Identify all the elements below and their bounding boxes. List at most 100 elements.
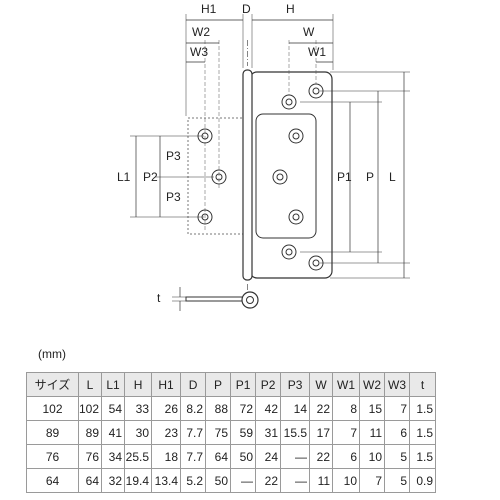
table-cell: 89 <box>26 420 79 445</box>
table-cell: 1.5 <box>409 420 437 445</box>
table-cell: 89 <box>77 420 103 445</box>
column-header: P2 <box>255 372 282 397</box>
table-cell: 34 <box>101 444 126 469</box>
table-cell: 10 <box>332 468 361 493</box>
table-cell: 76 <box>77 444 103 469</box>
table-cell: 1.5 <box>409 444 437 469</box>
table-cell: 59 <box>230 420 257 445</box>
label-h1: H1 <box>201 2 217 16</box>
column-header: H <box>124 372 153 397</box>
table-cell: 102 <box>26 396 79 421</box>
table-cell: 10 <box>359 444 386 469</box>
table-cell: — <box>280 468 311 493</box>
table-cell: 25.5 <box>124 444 153 469</box>
table-cell: 76 <box>26 444 79 469</box>
table-cell: 26 <box>151 396 182 421</box>
label-p3-top: P3 <box>166 149 181 163</box>
table-cell: 15.5 <box>280 420 311 445</box>
label-l1: L1 <box>117 170 131 184</box>
label-p2: P2 <box>143 170 158 184</box>
table-cell: 24 <box>255 444 282 469</box>
label-d: D <box>242 2 251 16</box>
label-w1: W1 <box>308 45 326 59</box>
column-header: L <box>77 372 103 397</box>
table-cell: 6 <box>384 420 411 445</box>
column-header: L1 <box>101 372 126 397</box>
table-cell: 88 <box>205 396 232 421</box>
table-cell: 11 <box>309 468 334 493</box>
table-cell: 0.9 <box>409 468 437 493</box>
vertical-dimensions <box>130 71 410 279</box>
label-w: W <box>303 25 315 39</box>
column-header: t <box>409 372 437 397</box>
unit-note: (mm) <box>38 347 66 361</box>
table-cell: 17 <box>309 420 334 445</box>
label-p1: P1 <box>337 170 352 184</box>
horizontal-dimensions <box>185 14 334 116</box>
knuckle <box>242 40 253 296</box>
table-cell: 8.2 <box>180 396 207 421</box>
table-cell: 50 <box>230 444 257 469</box>
table-cell: — <box>280 444 311 469</box>
screw-hole <box>288 128 304 144</box>
table-cell: 8 <box>332 396 361 421</box>
table-cell: 5.2 <box>180 468 207 493</box>
label-p3-bottom: P3 <box>166 190 181 204</box>
side-view <box>172 287 259 311</box>
label-t: t <box>157 291 161 305</box>
screw-hole <box>272 169 288 185</box>
column-header: サイズ <box>26 372 79 397</box>
label-w3: W3 <box>190 45 208 59</box>
screw-hole <box>288 209 304 225</box>
table-cell: 7 <box>384 396 411 421</box>
screw-hole <box>281 94 297 110</box>
column-header: W1 <box>332 372 361 397</box>
label-p: P <box>366 170 374 184</box>
screw-holes <box>197 83 324 271</box>
column-header: W2 <box>359 372 386 397</box>
column-header: H1 <box>151 372 182 397</box>
hinge-dimension-drawing: H1 D H W2 W3 W W1 L1 P2 P3 P3 P1 P L t <box>117 2 410 311</box>
table-cell: 75 <box>205 420 232 445</box>
table-cell: 31 <box>255 420 282 445</box>
table-cell: 6 <box>332 444 361 469</box>
table-cell: 54 <box>101 396 126 421</box>
screw-hole <box>281 244 297 260</box>
table-cell: 14 <box>280 396 311 421</box>
table-cell: 41 <box>101 420 126 445</box>
table-cell: 11 <box>359 420 386 445</box>
column-header: W3 <box>384 372 411 397</box>
label-w2: W2 <box>192 25 210 39</box>
table-cell: 32 <box>101 468 126 493</box>
table-cell: 22 <box>255 468 282 493</box>
table-cell: 50 <box>205 468 232 493</box>
table-cell: 33 <box>124 396 153 421</box>
table-cell: 64 <box>205 444 232 469</box>
table-cell: 15 <box>359 396 386 421</box>
table-cell: 18 <box>151 444 182 469</box>
column-header: D <box>180 372 207 397</box>
table-cell: 19.4 <box>124 468 153 493</box>
table-cell: — <box>230 468 257 493</box>
table-cell: 23 <box>151 420 182 445</box>
table-cell: 42 <box>255 396 282 421</box>
table-cell: 102 <box>77 396 103 421</box>
table-cell: 7 <box>359 468 386 493</box>
table-cell: 64 <box>26 468 79 493</box>
table-cell: 22 <box>309 444 334 469</box>
table-cell: 7.7 <box>180 420 207 445</box>
column-header: P3 <box>280 372 311 397</box>
table-cell: 7 <box>332 420 361 445</box>
table-cell: 5 <box>384 468 411 493</box>
column-header: P <box>205 372 232 397</box>
column-header: P1 <box>230 372 257 397</box>
table-cell: 7.7 <box>180 444 207 469</box>
label-h: H <box>286 2 295 16</box>
table-cell: 64 <box>77 468 103 493</box>
label-l: L <box>389 170 396 184</box>
